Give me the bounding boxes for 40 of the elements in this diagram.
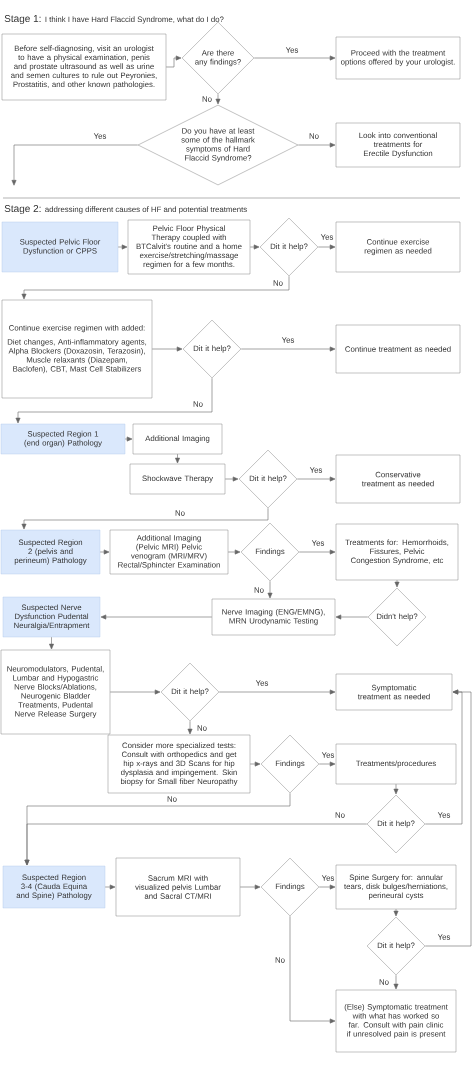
arrow xyxy=(124,436,133,442)
arrow xyxy=(11,144,139,186)
arrow xyxy=(298,549,336,555)
arrow xyxy=(240,346,336,352)
arrow xyxy=(100,614,213,620)
stage-heading: Stage 1: xyxy=(4,15,41,25)
arrow xyxy=(21,507,269,530)
arrow xyxy=(289,915,336,1024)
arrow xyxy=(318,761,336,767)
arrow xyxy=(249,244,260,250)
arrow xyxy=(215,93,221,105)
arrow xyxy=(318,884,336,890)
arrow xyxy=(175,453,180,464)
arrow xyxy=(15,377,213,424)
arrow xyxy=(99,549,110,555)
arrow xyxy=(253,55,336,61)
arrow xyxy=(218,689,336,695)
arrow xyxy=(104,884,116,890)
arrow xyxy=(224,476,239,482)
arrow xyxy=(151,346,183,352)
arrow xyxy=(249,761,261,767)
arrow xyxy=(393,783,399,795)
arrow xyxy=(24,823,368,866)
arrow xyxy=(117,244,128,250)
arrow xyxy=(267,580,273,599)
arrow xyxy=(187,720,193,735)
arrow xyxy=(296,476,336,482)
arrow xyxy=(239,884,261,890)
arrow xyxy=(297,142,336,148)
arrow xyxy=(49,636,54,650)
arrow xyxy=(109,689,161,695)
arrow xyxy=(393,908,399,917)
arrow xyxy=(424,689,472,947)
arrow xyxy=(165,55,182,68)
arrow xyxy=(335,614,369,620)
arrow xyxy=(227,549,241,555)
arrow xyxy=(394,579,400,588)
arrow xyxy=(21,275,290,300)
arrow xyxy=(317,244,336,250)
arrow xyxy=(393,974,399,990)
